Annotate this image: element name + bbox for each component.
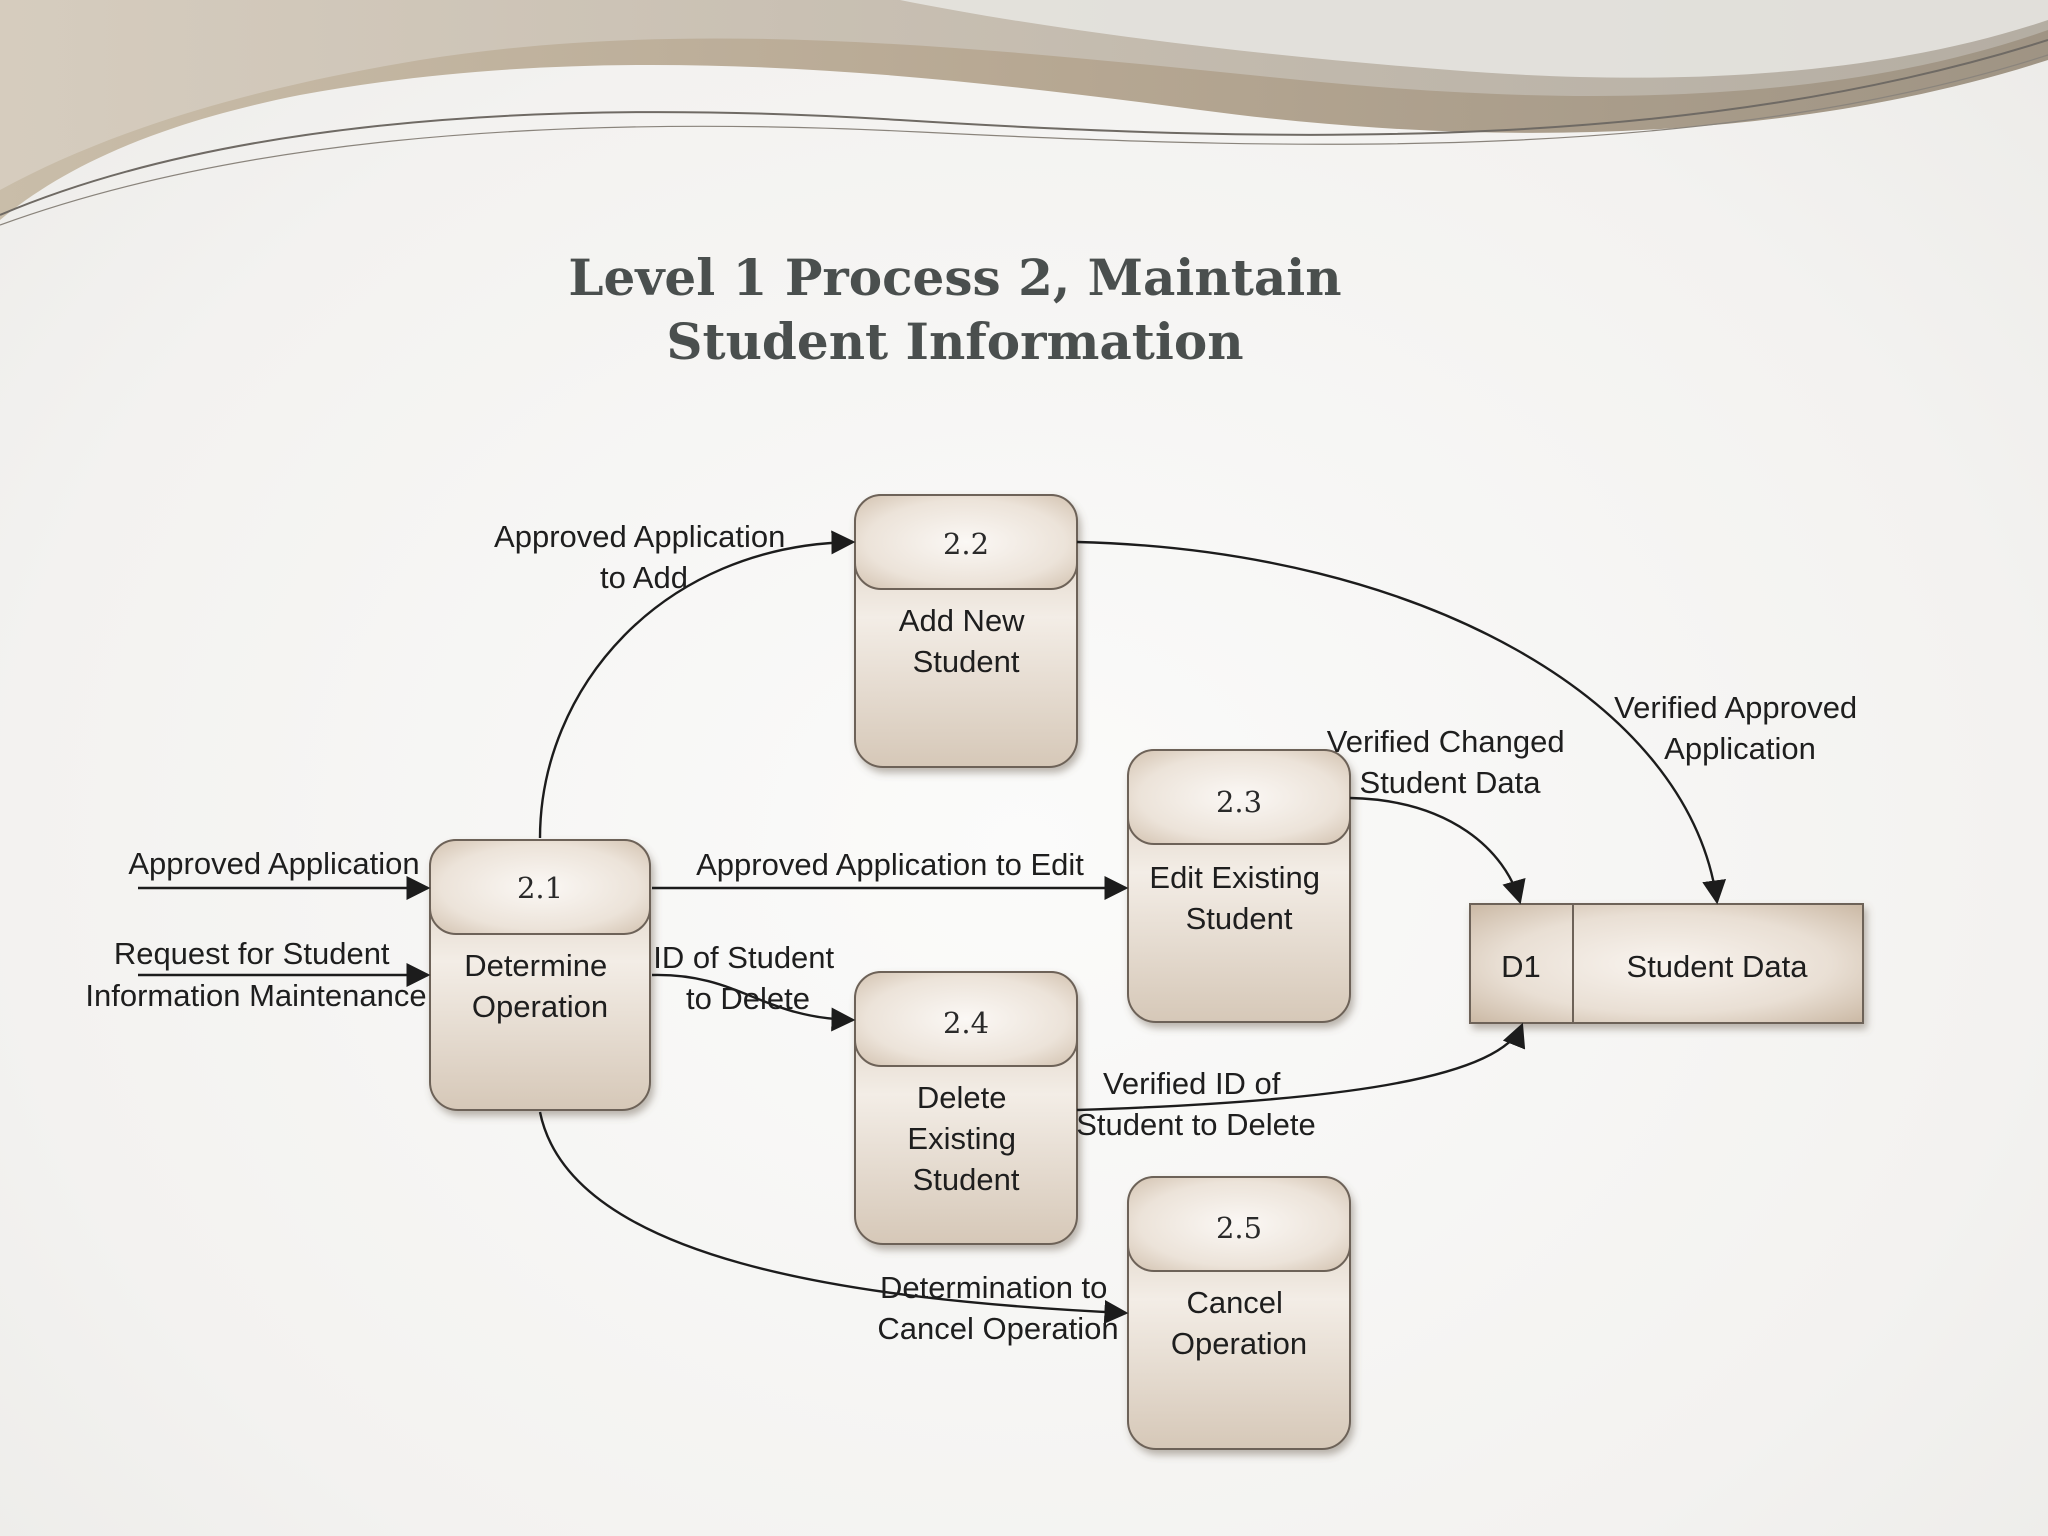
process-2-2: 2.2 Add New Student (854, 494, 1078, 768)
flow-arrow-cancel-determination (538, 1111, 1129, 1324)
header-swoosh-decoration (0, 0, 2048, 226)
process-name: Delete Existing Student (907, 1080, 1024, 1197)
data-store-name: Student Data (1627, 949, 1809, 984)
process-header (1127, 1176, 1351, 1272)
flow-label-verified-changed: Verified Changed Student Data (1327, 724, 1573, 800)
process-id: 2.1 (517, 871, 563, 905)
process-2-4: 2.4 Delete Existing Student (854, 971, 1078, 1245)
process-id: 2.5 (1216, 1211, 1262, 1245)
flow-label-verified-approved: Verified Approved Application (1614, 690, 1866, 766)
process-id: 2.2 (943, 527, 989, 561)
process-name: Determine Operation (464, 948, 616, 1024)
data-store-d1: D1 Student Data (1469, 903, 1864, 1024)
flow-label-approved-to-edit: Approved Application to Edit (696, 847, 1084, 882)
flow-arrow-approved-to-add (538, 530, 856, 839)
data-store-id: D1 (1501, 949, 1541, 984)
flow-arrow-verified-approved (1076, 540, 1727, 905)
flow-arrow-verified-changed (1349, 796, 1526, 905)
flow-label-verified-id-delete: Verified ID of Student to Delete (1076, 1066, 1316, 1142)
process-id: 2.4 (943, 1006, 989, 1040)
flow-label-approved-application: Approved Application (128, 846, 419, 881)
flow-label-cancel-determination: Determination to Cancel Operation (877, 1270, 1118, 1346)
process-header (1127, 749, 1351, 845)
flow-label-id-to-delete: ID of Student to Delete (653, 940, 843, 1016)
process-2-1: 2.1 Determine Operation (429, 839, 651, 1111)
process-name: Edit Existing Student (1149, 860, 1328, 936)
flow-label-request-maintenance: Request for Student Information Maintena… (85, 936, 426, 1013)
flow-label-approved-to-add: Approved Application to Add (494, 519, 794, 595)
process-id: 2.3 (1216, 785, 1262, 819)
process-name: Add New Student (899, 603, 1033, 679)
data-store-box (1469, 903, 1864, 1024)
flow-arrow-id-to-delete (651, 973, 856, 1032)
flow-arrow-verified-id-delete (1076, 1022, 1526, 1112)
page-title: Level 1 Process 2, Maintain Student Info… (568, 248, 1342, 371)
process-name: Cancel Operation (1171, 1285, 1307, 1361)
process-2-5: 2.5 Cancel Operation (1127, 1176, 1351, 1450)
process-2-3: 2.3 Edit Existing Student (1127, 749, 1351, 1023)
